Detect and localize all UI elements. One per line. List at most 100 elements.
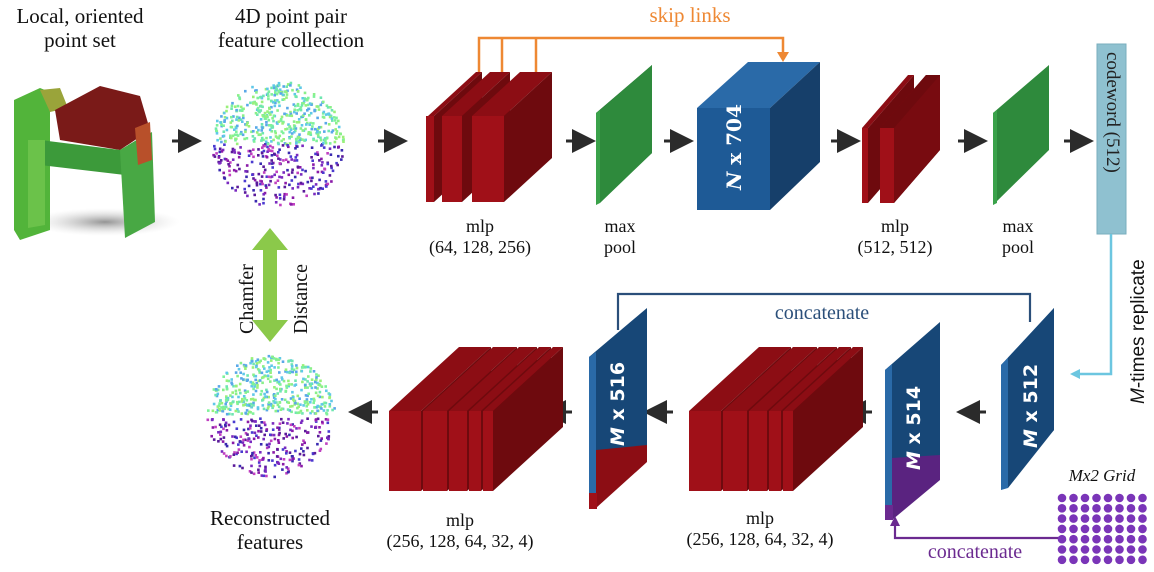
cloud-point — [304, 104, 308, 107]
cloud-point — [277, 83, 281, 87]
cloud-point — [225, 371, 228, 375]
cloud-point — [224, 399, 228, 402]
cloud-point — [211, 426, 215, 429]
cloud-point — [318, 426, 321, 429]
cloud-point — [296, 102, 300, 106]
cloud-point — [255, 131, 259, 134]
cloud-point — [257, 154, 260, 157]
cloud-point — [297, 120, 301, 124]
cloud-point — [265, 443, 269, 447]
cloud-point — [325, 185, 328, 188]
cloud-point — [297, 458, 301, 461]
cloud-point — [287, 145, 290, 149]
cloud-point — [239, 391, 242, 395]
mlp1-block — [426, 72, 552, 202]
cloud-point — [220, 401, 224, 405]
cloud-point — [262, 115, 265, 118]
cloud-point — [309, 401, 312, 404]
cloud-point — [267, 97, 270, 101]
cloud-point — [271, 116, 274, 120]
cloud-point — [303, 441, 306, 445]
cloud-point — [316, 381, 319, 385]
block-n704-label: N x 704 — [722, 104, 746, 190]
cloud-point — [277, 361, 280, 365]
cloud-point — [279, 383, 282, 386]
ppf-title-line1: 4D point pair — [235, 4, 347, 28]
cloud-point — [298, 452, 302, 456]
cloud-point — [232, 453, 236, 456]
cloud-point — [294, 137, 298, 141]
cloud-point — [247, 437, 251, 441]
chamfer-label: Chamfer — [236, 264, 258, 334]
cloud-point — [280, 130, 284, 133]
cloud-point — [288, 114, 291, 117]
cloud-point — [234, 371, 238, 374]
cloud-point — [278, 88, 282, 91]
grid-dot — [1138, 555, 1147, 565]
cloud-point — [319, 103, 323, 107]
cloud-point — [280, 115, 284, 119]
cloud-point — [320, 437, 323, 440]
cloud-point — [313, 127, 317, 131]
cloud-point — [216, 392, 220, 396]
cloud-point — [316, 409, 319, 413]
cloud-point — [244, 123, 247, 126]
cloud-point — [223, 116, 227, 119]
grid-dot — [1138, 493, 1147, 503]
cloud-point — [277, 89, 280, 93]
cloud-point — [227, 423, 231, 427]
cloud-point — [243, 191, 247, 194]
cloud-point — [224, 402, 227, 406]
cloud-point — [324, 139, 327, 142]
cloud-point — [310, 146, 314, 149]
cloud-point — [317, 383, 320, 387]
cloud-point — [312, 401, 315, 405]
cloud-point — [276, 392, 279, 395]
cloud-point — [333, 145, 336, 149]
cloud-point — [269, 433, 272, 437]
cloud-point — [318, 395, 322, 399]
cloud-point — [272, 100, 275, 104]
cloud-point — [318, 178, 321, 182]
cloud-point — [306, 180, 310, 184]
cloud-point — [279, 408, 283, 411]
cloud-point — [320, 157, 323, 161]
cloud-point — [252, 451, 256, 454]
cloud-point — [335, 130, 339, 133]
cloud-point — [291, 187, 294, 190]
cloud-point — [270, 162, 274, 165]
cloud-point — [219, 433, 222, 436]
cloud-point — [268, 111, 271, 114]
cloud-point — [311, 176, 314, 180]
cloud-point — [250, 457, 253, 461]
cloud-point — [327, 123, 331, 126]
cloud-point — [322, 116, 326, 119]
grid-dot — [1126, 555, 1136, 565]
mlp-a-label: mlp (256, 128, 64, 32, 4) — [360, 510, 560, 551]
slab-front — [423, 411, 447, 491]
slab-front — [389, 411, 421, 491]
cloud-point — [281, 468, 284, 471]
cloud-point — [322, 100, 325, 104]
slab-top — [783, 347, 863, 411]
cloud-point — [245, 409, 249, 412]
cloud-point — [309, 133, 313, 136]
cloud-point — [307, 132, 310, 136]
cloud-point — [270, 93, 273, 96]
replicate-rest: -times replicate — [1128, 259, 1149, 389]
cloud-point — [287, 151, 291, 155]
cloud-point — [291, 455, 294, 458]
cloud-point — [279, 457, 283, 461]
concat-bottom-label: concatenate — [927, 541, 1023, 563]
cloud-point — [236, 374, 239, 378]
cloud-point — [236, 364, 239, 367]
cloud-point — [218, 162, 221, 165]
cloud-point — [264, 140, 268, 143]
cloud-point — [274, 397, 277, 401]
cloud-point — [288, 458, 292, 462]
cloud-point — [234, 409, 238, 413]
cloud-point — [278, 426, 281, 430]
cloud-point — [212, 402, 216, 406]
block-m516 — [589, 308, 647, 509]
cloud-point — [341, 155, 344, 158]
